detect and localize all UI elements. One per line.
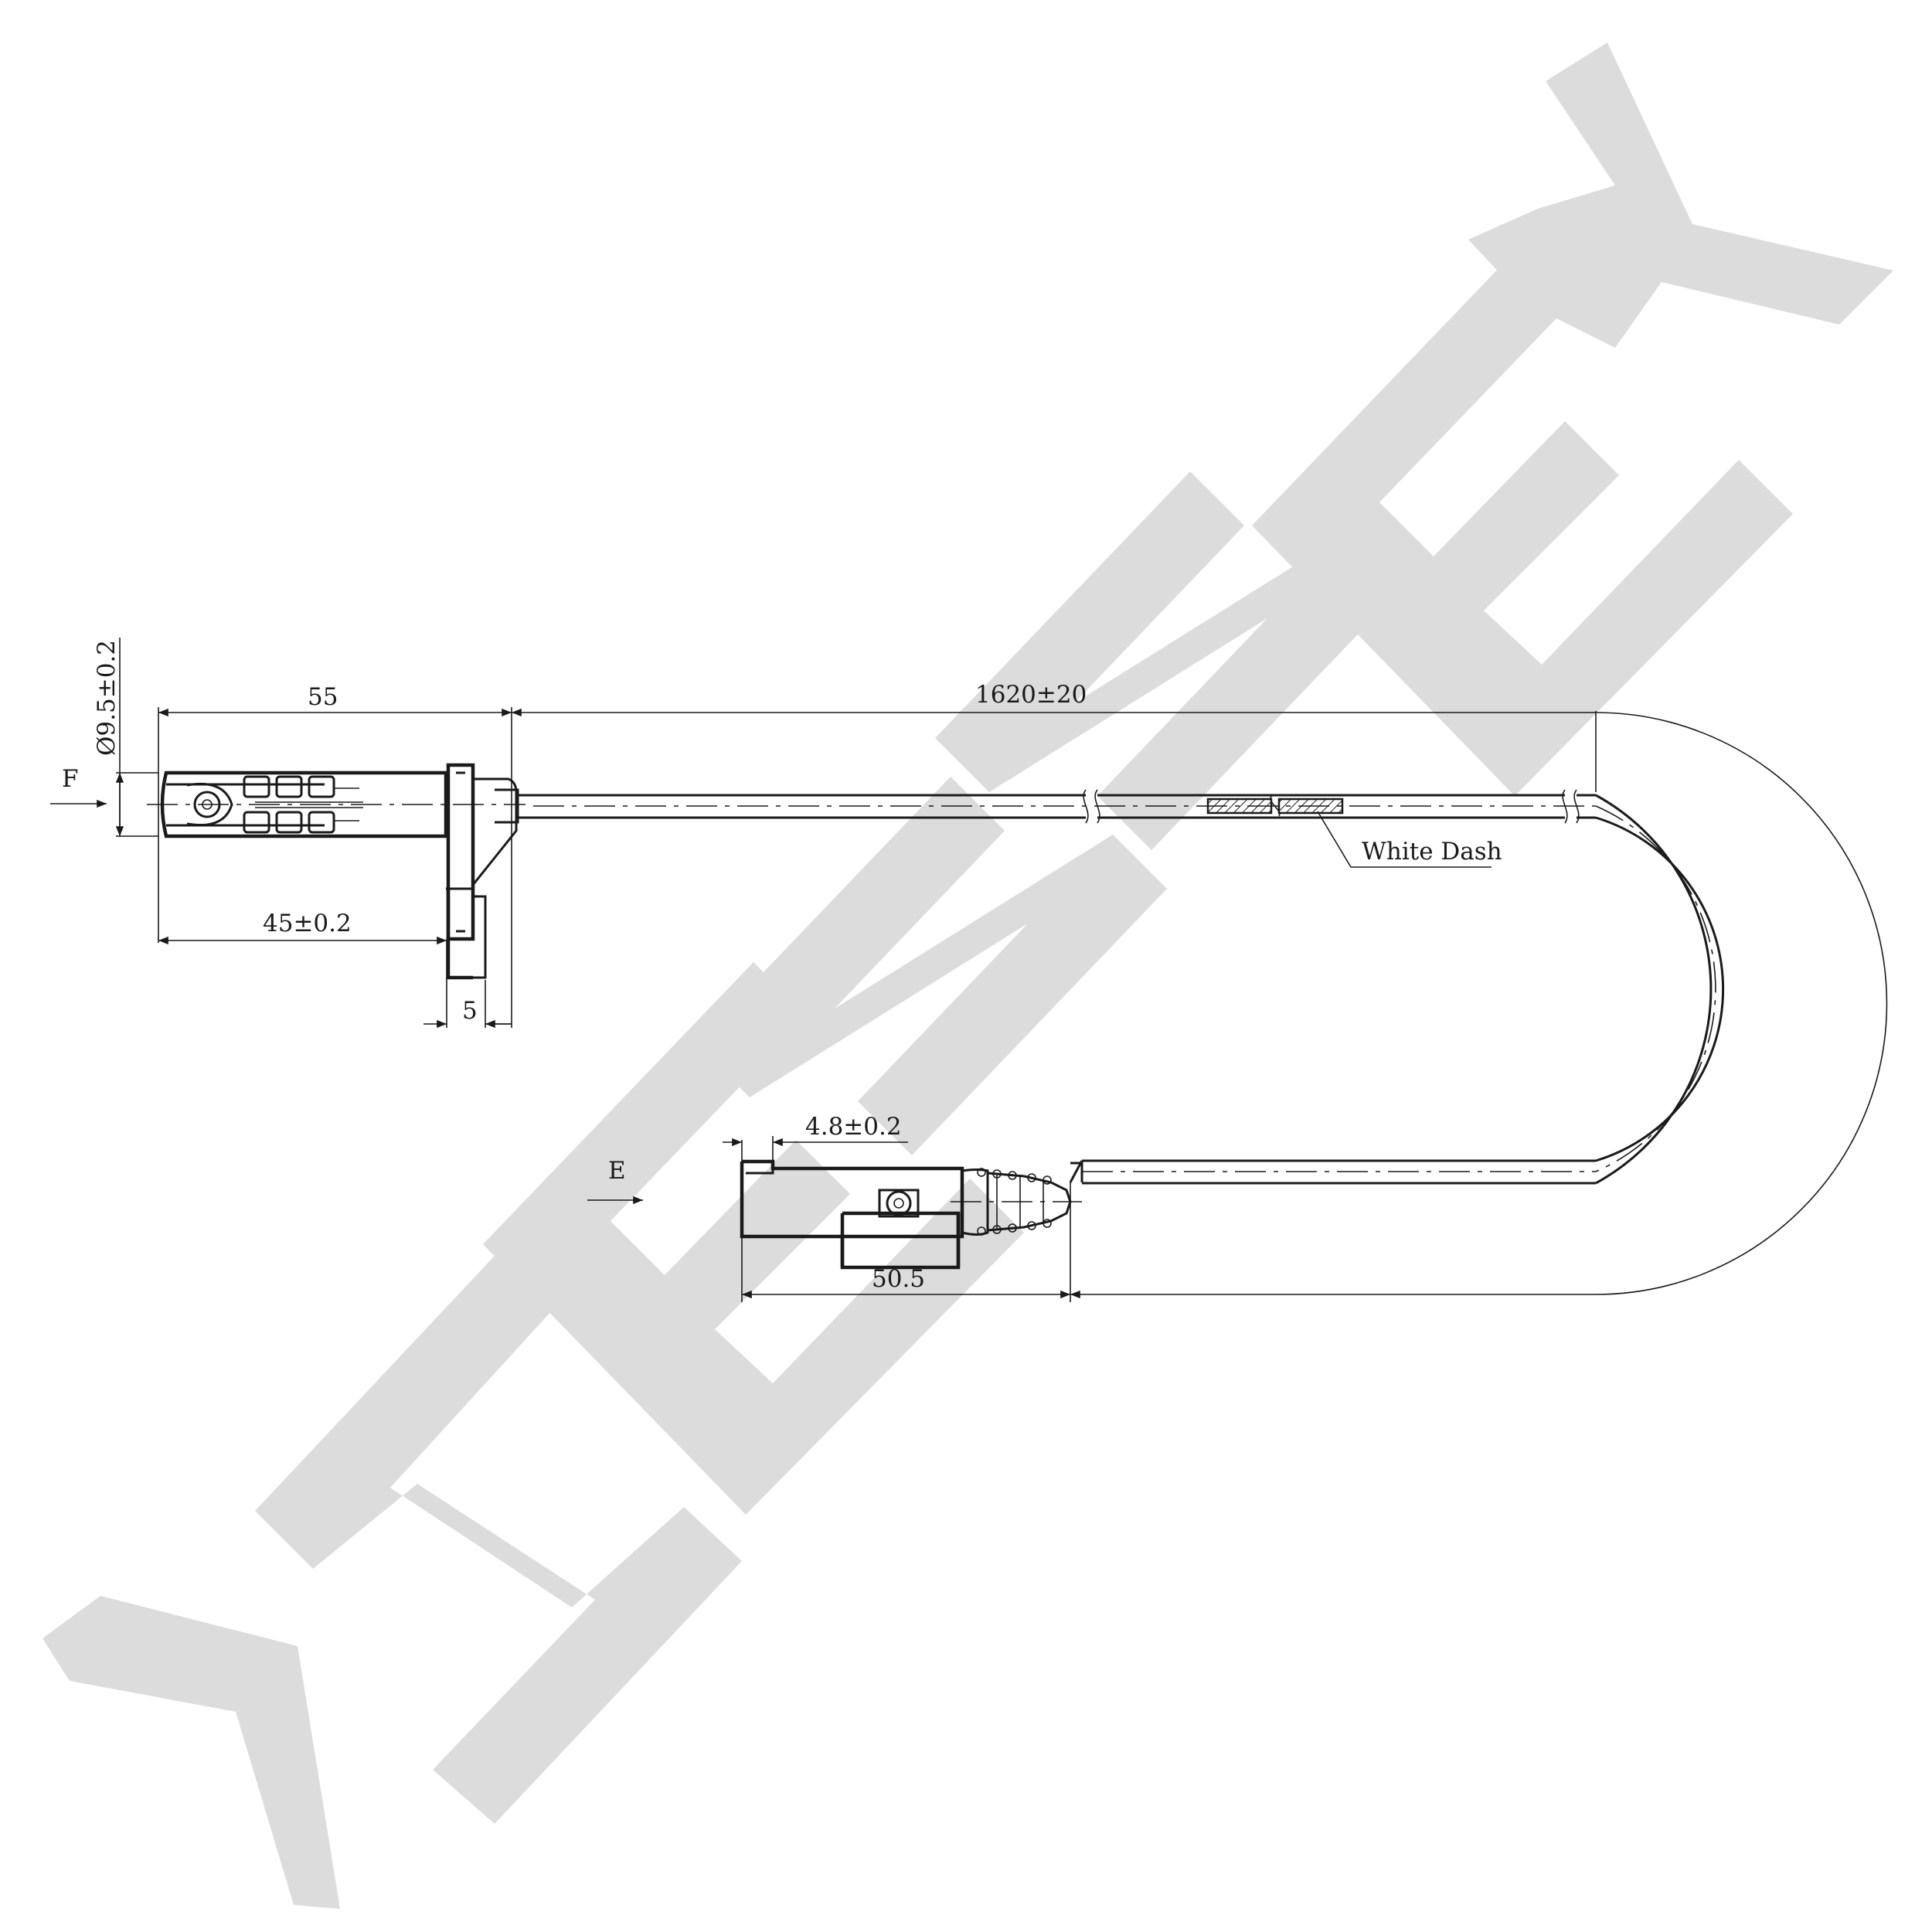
watermark-letter-e2 bbox=[1252, 243, 1793, 796]
label-width-5: 5 bbox=[462, 997, 478, 1025]
watermark-letter-n2 bbox=[935, 471, 1406, 850]
watermark-chevron bbox=[43, 1596, 340, 1909]
label-width-4-8: 4.8±0.2 bbox=[805, 1113, 902, 1141]
label-length-55: 55 bbox=[308, 683, 338, 711]
watermark-letter-z bbox=[255, 1256, 742, 1824]
watermark-letter-n1 bbox=[696, 777, 1167, 1155]
label-white-dash: White Dash bbox=[1362, 838, 1502, 866]
white-dash-mark-1 bbox=[1206, 798, 1273, 815]
label-view-f: F bbox=[62, 765, 79, 793]
label-view-e: E bbox=[608, 1157, 626, 1185]
label-length-45: 45±0.2 bbox=[263, 910, 352, 937]
watermark-logo bbox=[43, 43, 1893, 1909]
white-dash-mark-2 bbox=[1277, 798, 1344, 815]
label-length-total: 1620±20 bbox=[975, 681, 1087, 709]
dimensions bbox=[50, 638, 1888, 1302]
sensor-head bbox=[147, 763, 526, 980]
label-diameter: Ø9.5±0.2 bbox=[93, 640, 121, 756]
labels: F E Ø9.5±0.2 55 1620±20 45±0.2 5 4.8±0.2… bbox=[62, 640, 1502, 1293]
watermark-letter-k bbox=[1468, 43, 1893, 348]
label-length-50-5: 50.5 bbox=[872, 1265, 925, 1293]
